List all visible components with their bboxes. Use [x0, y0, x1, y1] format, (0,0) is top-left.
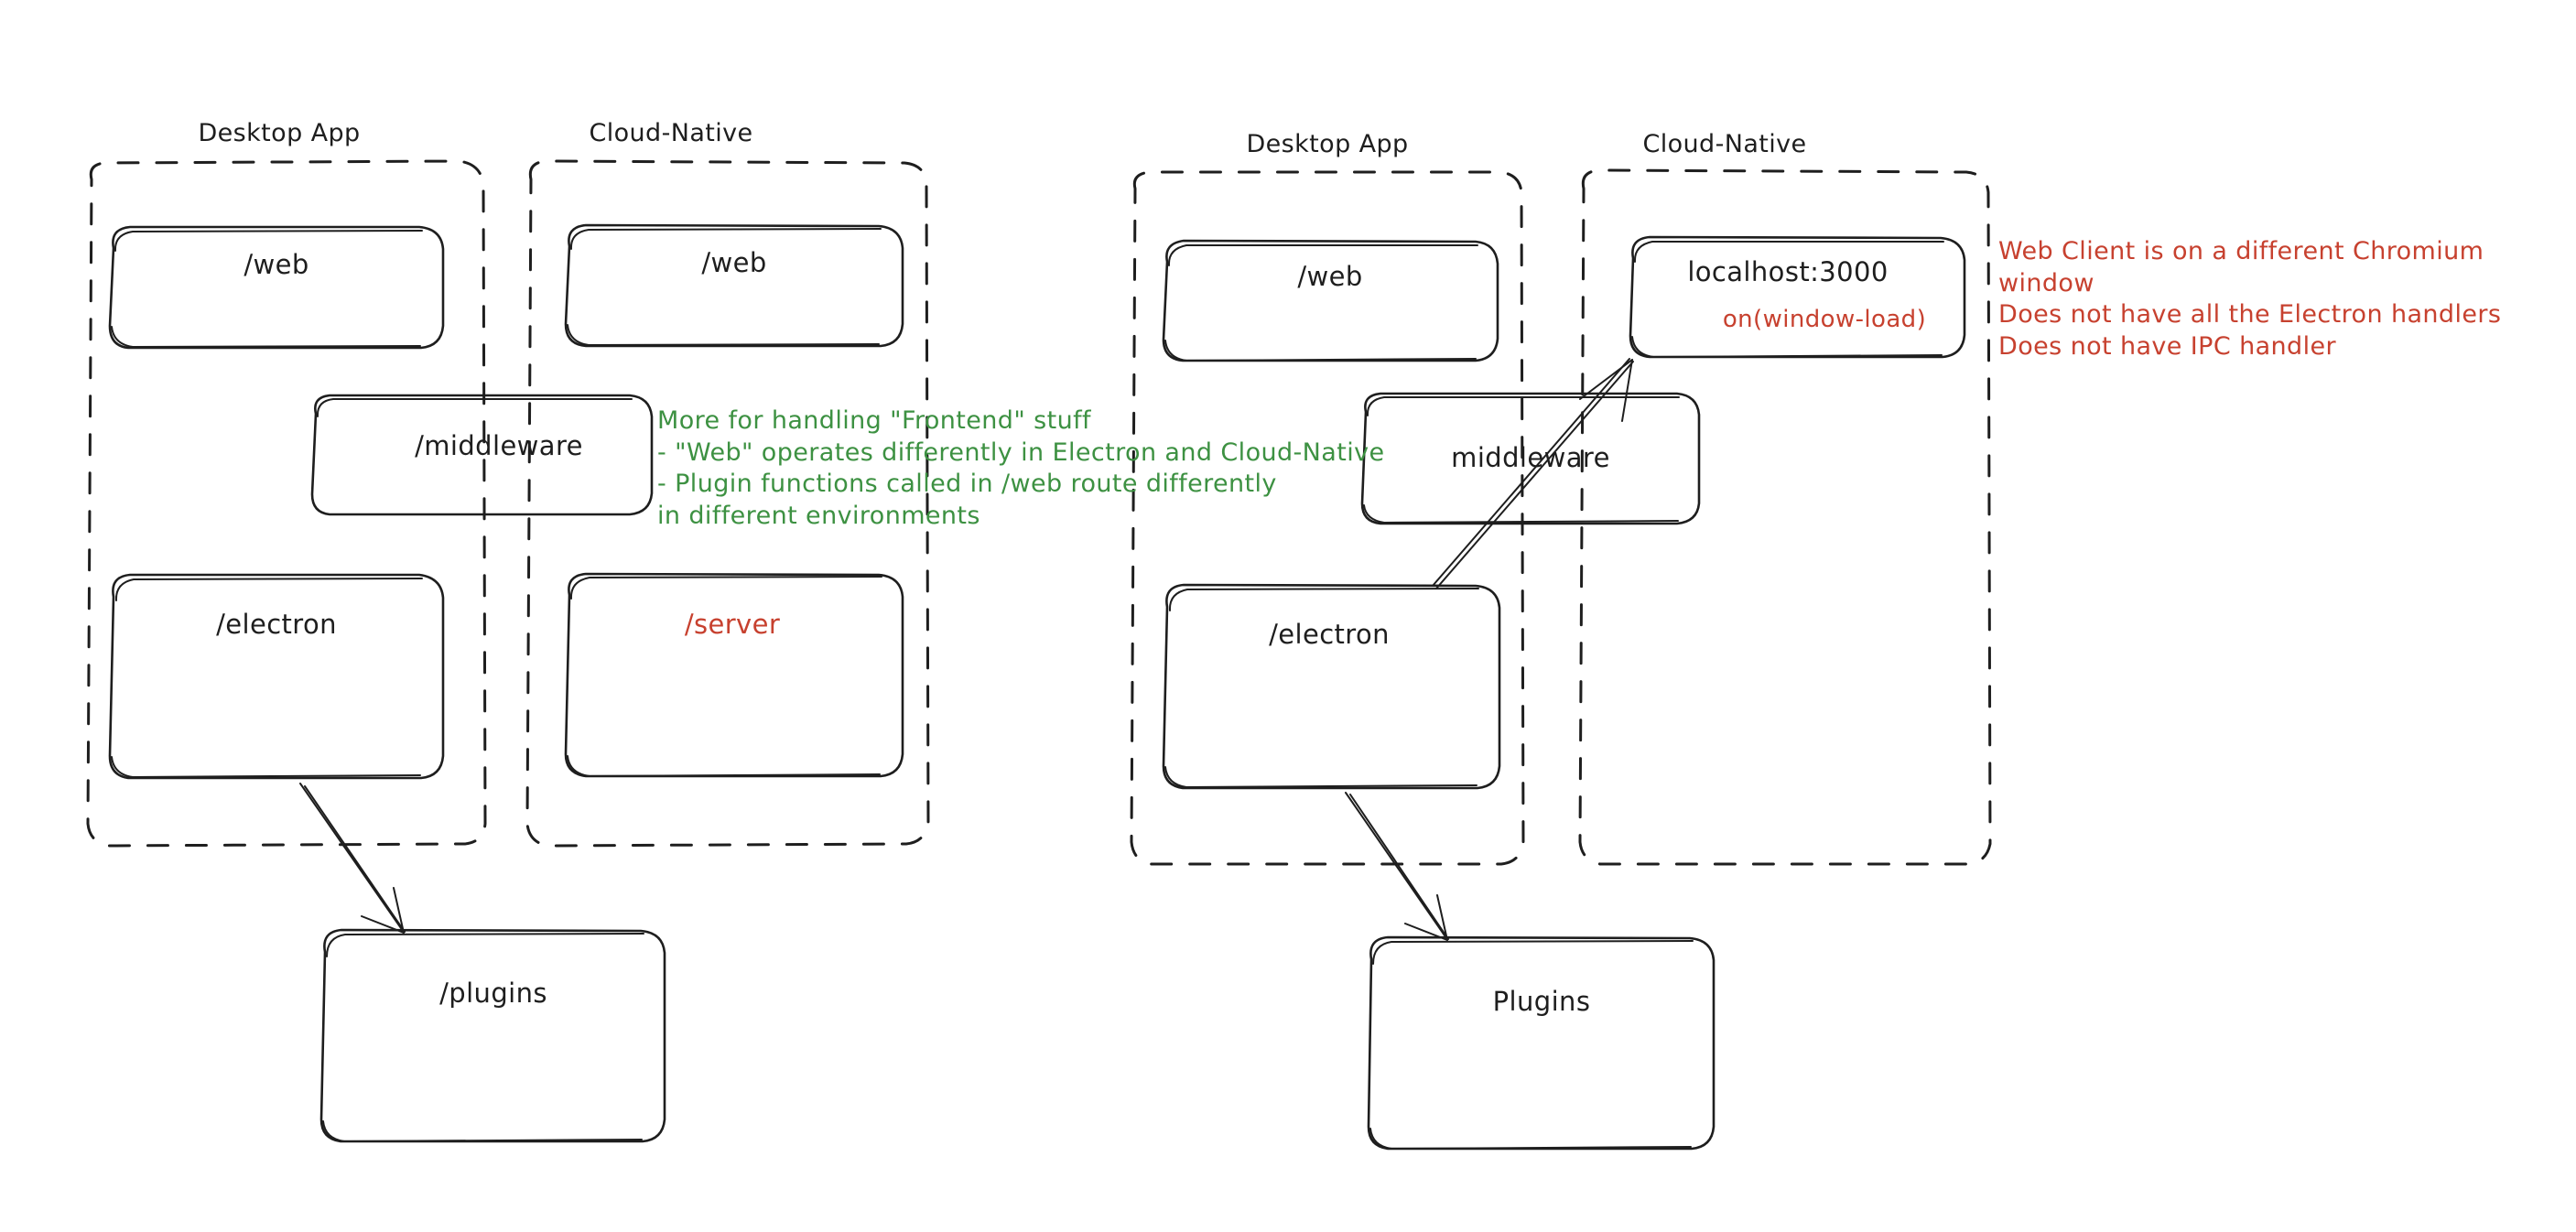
group-cloud-native-left: [525, 159, 930, 848]
node-label-middleware-right: middleware: [1451, 442, 1610, 473]
node-middleware-right: [1360, 392, 1701, 525]
node-label-plugins-right: Plugins: [1492, 986, 1591, 1017]
arrow-electron-to-plugins-left: [299, 783, 406, 934]
node-label-web-left-desktop: /web: [244, 249, 309, 280]
arrow-electron-to-plugins-right: [1345, 792, 1449, 941]
group-label-cloud-native-right: Cloud-Native: [1642, 130, 1807, 158]
node-middleware-left: [310, 394, 654, 516]
group-label-cloud-native-left: Cloud-Native: [589, 119, 753, 147]
node-plugins-right: [1367, 935, 1716, 1151]
node-web-left-desktop: [108, 225, 445, 350]
node-electron-left: [108, 573, 445, 780]
node-label-electron-left: /electron: [216, 609, 337, 640]
node-web-left-cloud: [564, 223, 904, 348]
annotation-red-web-client-note: Web Client is on a different Chromium wi…: [1998, 237, 2502, 361]
group-cloud-native-right: [1578, 168, 1992, 866]
node-label-localhost-3000: localhost:3000: [1687, 256, 1889, 287]
node-label-middleware-left: /middleware: [415, 430, 583, 461]
node-label-electron-right: /electron: [1269, 619, 1390, 650]
node-label-web-left-cloud: /web: [701, 247, 767, 278]
arrow-electron-to-localhost: [1432, 358, 1634, 589]
group-desktop-app-right: [1130, 170, 1525, 866]
group-label-desktop-app-right: Desktop App: [1246, 130, 1409, 158]
node-electron-right: [1162, 583, 1501, 790]
group-label-desktop-app-left: Desktop App: [198, 119, 361, 147]
node-web-right-desktop: [1162, 239, 1499, 362]
node-label-web-right-desktop: /web: [1297, 261, 1363, 292]
node-label-server-left: /server: [684, 609, 781, 640]
node-server-left: [564, 572, 904, 778]
group-desktop-app-left: [86, 159, 487, 848]
node-sublabel-on-window-load: on(window-load): [1722, 306, 1927, 333]
node-plugins-left: [319, 928, 666, 1143]
node-label-plugins-left: /plugins: [439, 978, 547, 1009]
annotation-green-frontend-note: More for handling "Frontend" stuff - "We…: [657, 406, 1385, 530]
node-localhost-3000: [1629, 235, 1966, 359]
